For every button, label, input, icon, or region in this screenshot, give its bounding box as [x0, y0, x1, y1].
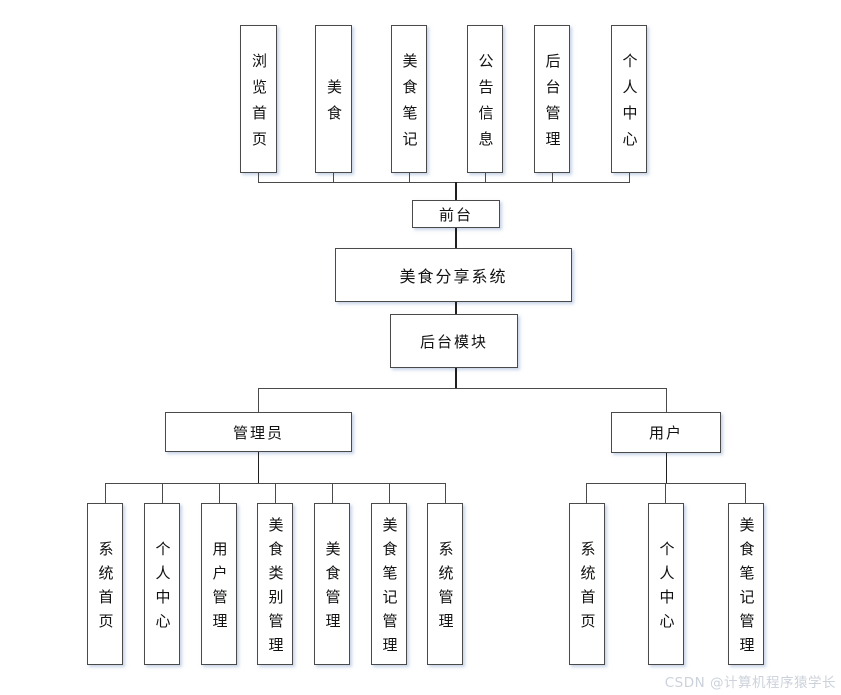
- connector: [258, 388, 259, 412]
- node-label: 后台模块: [419, 332, 488, 351]
- connector: [666, 453, 667, 483]
- node-backstage-management: 后台管理: [534, 25, 570, 173]
- connector: [258, 452, 259, 483]
- connector: [258, 173, 259, 183]
- node-food-notes: 美食笔记: [391, 25, 427, 173]
- node-label: 美食笔记管理: [737, 516, 756, 661]
- node-front-desk: 前台: [412, 200, 500, 228]
- connector: [485, 173, 486, 183]
- connector: [455, 302, 457, 314]
- node-backend-module: 后台模块: [390, 314, 518, 368]
- node-admin-food-category-management: 美食类别管理: [257, 503, 293, 665]
- node-label: 美食管理: [323, 540, 342, 637]
- node-label: 后台管理: [543, 52, 562, 157]
- node-user-food-notes-management: 美食笔记管理: [728, 503, 764, 665]
- connector: [586, 483, 746, 484]
- connector: [105, 483, 106, 503]
- node-administrator: 管理员: [165, 412, 352, 452]
- connector: [666, 388, 667, 412]
- node-label: 个人中心: [657, 540, 676, 637]
- node-label: 美食分享系统: [399, 267, 508, 286]
- node-label: 管理员: [232, 423, 284, 442]
- connector: [275, 483, 276, 503]
- node-label: 公告信息: [476, 52, 495, 157]
- node-user-personal-center: 个人中心: [648, 503, 684, 665]
- node-admin-user-management: 用户管理: [201, 503, 237, 665]
- csdn-watermark: CSDN @计算机程序猿学长: [664, 675, 836, 691]
- node-label: 浏览首页: [250, 52, 268, 157]
- connector: [258, 388, 667, 389]
- node-personal-center: 个人中心: [611, 25, 647, 173]
- connector: [219, 483, 220, 503]
- connector: [409, 173, 410, 183]
- node-label: 用户管理: [210, 540, 229, 637]
- node-user: 用户: [611, 412, 721, 453]
- connector: [455, 182, 457, 200]
- node-announcement-info: 公告信息: [467, 25, 503, 173]
- node-label: 美食笔记管理: [380, 516, 399, 661]
- node-admin-personal-center: 个人中心: [144, 503, 180, 665]
- node-label: 个人中心: [153, 540, 172, 637]
- connector: [162, 483, 163, 503]
- node-admin-system-home: 系统首页: [87, 503, 123, 665]
- connector: [586, 483, 587, 503]
- node-browse-homepage: 浏览首页: [240, 25, 277, 173]
- node-food-sharing-system: 美食分享系统: [335, 248, 572, 302]
- connector: [665, 483, 666, 503]
- node-label: 用户: [648, 424, 683, 442]
- connector: [552, 173, 553, 183]
- connector: [745, 483, 746, 503]
- node-admin-system-management: 系统管理: [427, 503, 463, 665]
- node-label: 个人中心: [620, 52, 639, 157]
- node-label: 前台: [438, 205, 473, 224]
- node-label: 系统管理: [436, 540, 455, 637]
- node-label: 系统首页: [578, 540, 597, 637]
- connector: [455, 368, 457, 388]
- connector: [389, 483, 390, 503]
- node-label: 系统首页: [96, 540, 115, 637]
- node-label: 美食类别管理: [266, 516, 285, 661]
- connector: [333, 173, 334, 183]
- node-user-system-home: 系统首页: [569, 503, 605, 665]
- node-food: 美食: [315, 25, 352, 173]
- connector: [629, 173, 630, 183]
- connector: [455, 228, 457, 248]
- connector: [258, 182, 630, 183]
- node-admin-food-management: 美食管理: [314, 503, 350, 665]
- node-label: 美食: [325, 78, 343, 131]
- connector: [332, 483, 333, 503]
- node-admin-food-notes-management: 美食笔记管理: [371, 503, 407, 665]
- connector: [445, 483, 446, 503]
- node-label: 美食笔记: [400, 52, 419, 157]
